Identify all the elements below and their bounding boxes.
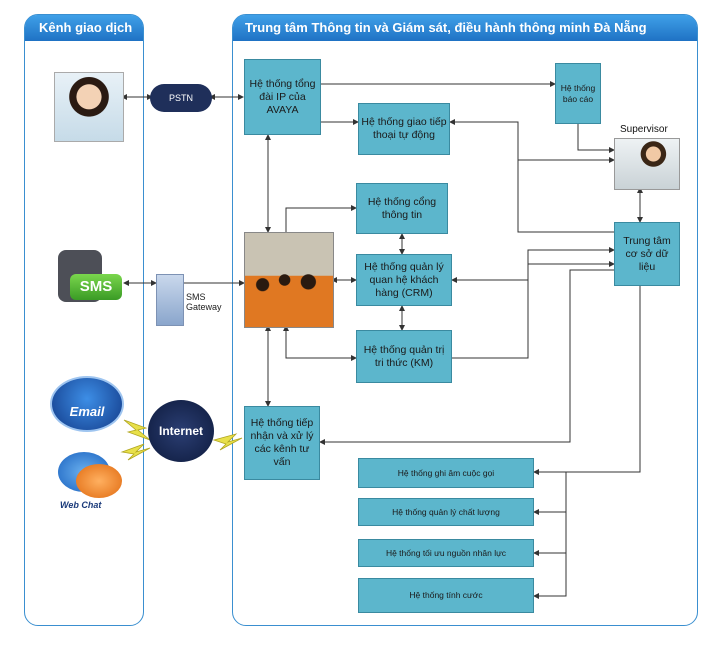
billing-box: Hệ thống tính cước	[358, 578, 534, 613]
crm-box: Hệ thống quản lý quan hệ khách hàng (CRM…	[356, 254, 452, 306]
call-center-operators-photo	[244, 232, 334, 328]
pstn-label: PSTN	[168, 93, 193, 103]
pstn-cloud-icon: PSTN	[150, 84, 212, 112]
km-box: Hệ thống quản trị tri thức (KM)	[356, 330, 452, 383]
web-chat-icon: Web Chat	[48, 446, 126, 516]
email-icon: Email	[50, 376, 124, 432]
recording-box: Hệ thống ghi âm cuộc gọi	[358, 458, 534, 488]
web-chat-label: Web Chat	[60, 500, 102, 510]
sms-phone-icon: SMS	[56, 248, 124, 306]
workforce-box: Hệ thống tối ưu nguồn nhân lực	[358, 539, 534, 567]
report-box: Hệ thống báo cáo	[555, 63, 601, 124]
internet-cloud-icon: Internet	[148, 400, 214, 462]
email-label: Email	[69, 403, 105, 419]
intake-box: Hệ thống tiếp nhận và xử lý các kênh tư …	[244, 406, 320, 480]
sms-badge: SMS	[70, 274, 122, 300]
sms-gateway-icon: SMS Gateway	[156, 262, 226, 332]
call-agent-icon	[54, 72, 124, 142]
supervisor-icon	[614, 138, 680, 190]
supervisor-label: Supervisor	[620, 124, 668, 135]
right-panel-title: Trung tâm Thông tin và Giám sát, điều hà…	[233, 15, 697, 41]
avaya-box: Hệ thống tổng đài IP của AVAYA	[244, 59, 321, 135]
portal-box: Hệ thống cổng thông tin	[356, 183, 448, 234]
sms-gateway-line1: SMS	[186, 292, 206, 302]
internet-label: Internet	[158, 424, 203, 438]
ivr-box: Hệ thống giao tiếp thoại tự động	[358, 103, 450, 155]
quality-box: Hệ thống quản lý chất lượng	[358, 498, 534, 526]
sms-gateway-line2: Gateway	[186, 302, 222, 312]
database-box: Trung tâm cơ sở dữ liệu	[614, 222, 680, 286]
left-panel-title: Kênh giao dịch	[25, 15, 143, 41]
